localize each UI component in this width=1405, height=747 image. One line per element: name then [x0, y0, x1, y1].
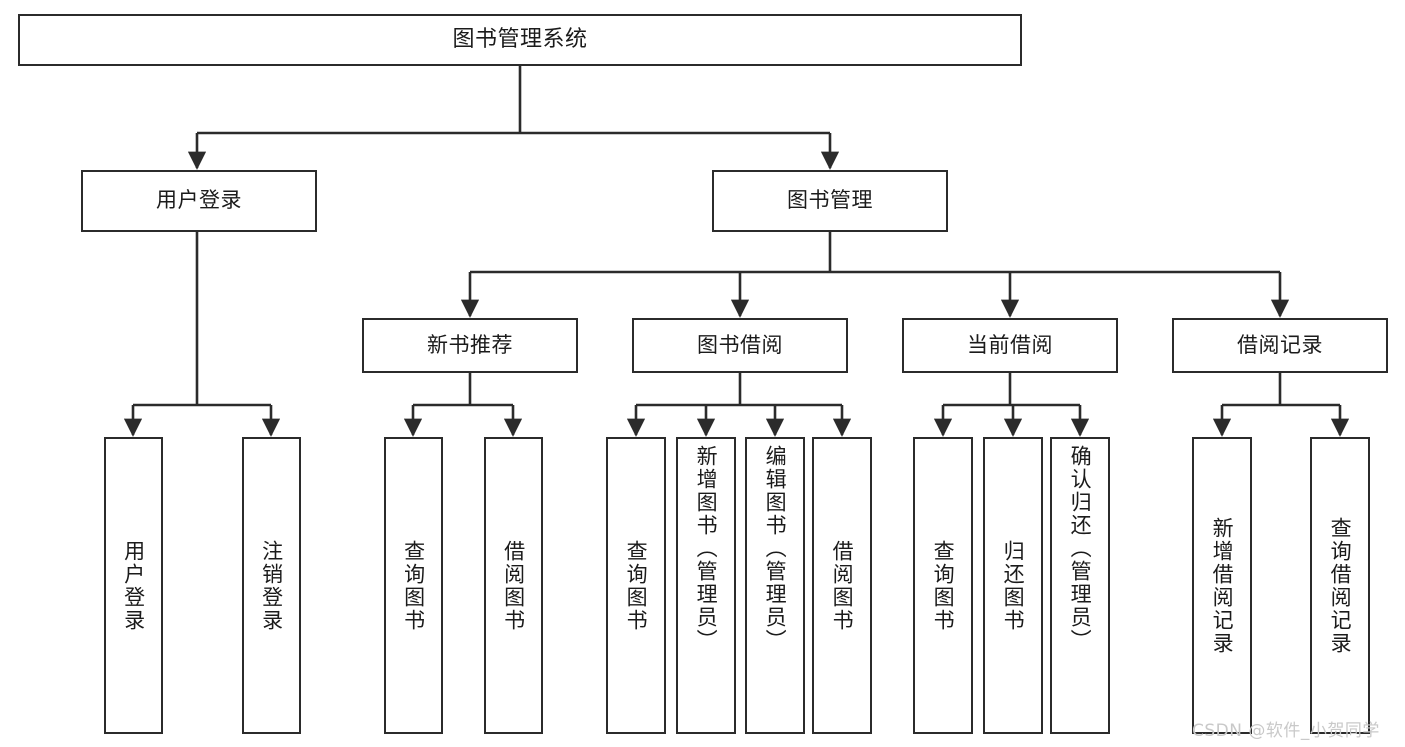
leaf-add-borrow-record[interactable]: 新增借阅记录 — [1192, 437, 1252, 734]
leaf-borrow-book[interactable]: 借阅图书 — [812, 437, 872, 734]
node-label: 当前借阅 — [967, 332, 1053, 357]
node-label: 查询借阅记录 — [1328, 516, 1353, 655]
leaf-query-borrow-record[interactable]: 查询借阅记录 — [1310, 437, 1370, 734]
node-label: 新增借阅记录 — [1210, 516, 1235, 655]
node-label: 图书借阅 — [697, 332, 783, 357]
leaf-logout[interactable]: 注销登录 — [242, 437, 301, 734]
leaf-query-book-recommend[interactable]: 查询图书 — [384, 437, 443, 734]
node-borrow-record[interactable]: 借阅记录 — [1172, 318, 1388, 373]
leaf-user-login[interactable]: 用户登录 — [104, 437, 163, 734]
node-book-management[interactable]: 图书管理 — [712, 170, 948, 232]
leaf-confirm-return-admin[interactable]: 确认归还（管理员） — [1050, 437, 1110, 734]
node-label: 查询图书 — [401, 539, 426, 632]
node-label: 注销登录 — [259, 539, 284, 632]
node-label: 新增图书（管理员） — [694, 445, 719, 652]
node-label: 借阅记录 — [1237, 332, 1323, 357]
leaf-edit-book-admin[interactable]: 编辑图书（管理员） — [745, 437, 805, 734]
node-label: 图书管理系统 — [452, 26, 588, 52]
leaf-borrow-book-recommend[interactable]: 借阅图书 — [484, 437, 543, 734]
leaf-query-book-borrow[interactable]: 查询图书 — [606, 437, 666, 734]
leaf-query-book-current[interactable]: 查询图书 — [913, 437, 973, 734]
node-new-book-recommend[interactable]: 新书推荐 — [362, 318, 578, 373]
node-label: 新书推荐 — [427, 332, 513, 357]
csdn-watermark: CSDN @软件_小贺同学 — [1192, 721, 1380, 741]
leaf-return-book[interactable]: 归还图书 — [983, 437, 1043, 734]
node-label: 查询图书 — [624, 539, 649, 632]
node-label: 归还图书 — [1001, 539, 1026, 632]
node-label: 图书管理 — [787, 188, 873, 213]
node-book-borrow[interactable]: 图书借阅 — [632, 318, 848, 373]
node-label: 编辑图书（管理员） — [763, 445, 788, 652]
node-root-book-management-system[interactable]: 图书管理系统 — [18, 14, 1022, 66]
node-label: 借阅图书 — [830, 539, 855, 632]
node-label: 确认归还（管理员） — [1068, 445, 1093, 652]
node-user-login[interactable]: 用户登录 — [81, 170, 317, 232]
leaf-add-book-admin[interactable]: 新增图书（管理员） — [676, 437, 736, 734]
node-label: 用户登录 — [121, 539, 146, 632]
node-current-borrow[interactable]: 当前借阅 — [902, 318, 1118, 373]
node-label: 查询图书 — [931, 539, 956, 632]
node-label: 用户登录 — [156, 188, 242, 213]
node-label: 借阅图书 — [501, 539, 526, 632]
